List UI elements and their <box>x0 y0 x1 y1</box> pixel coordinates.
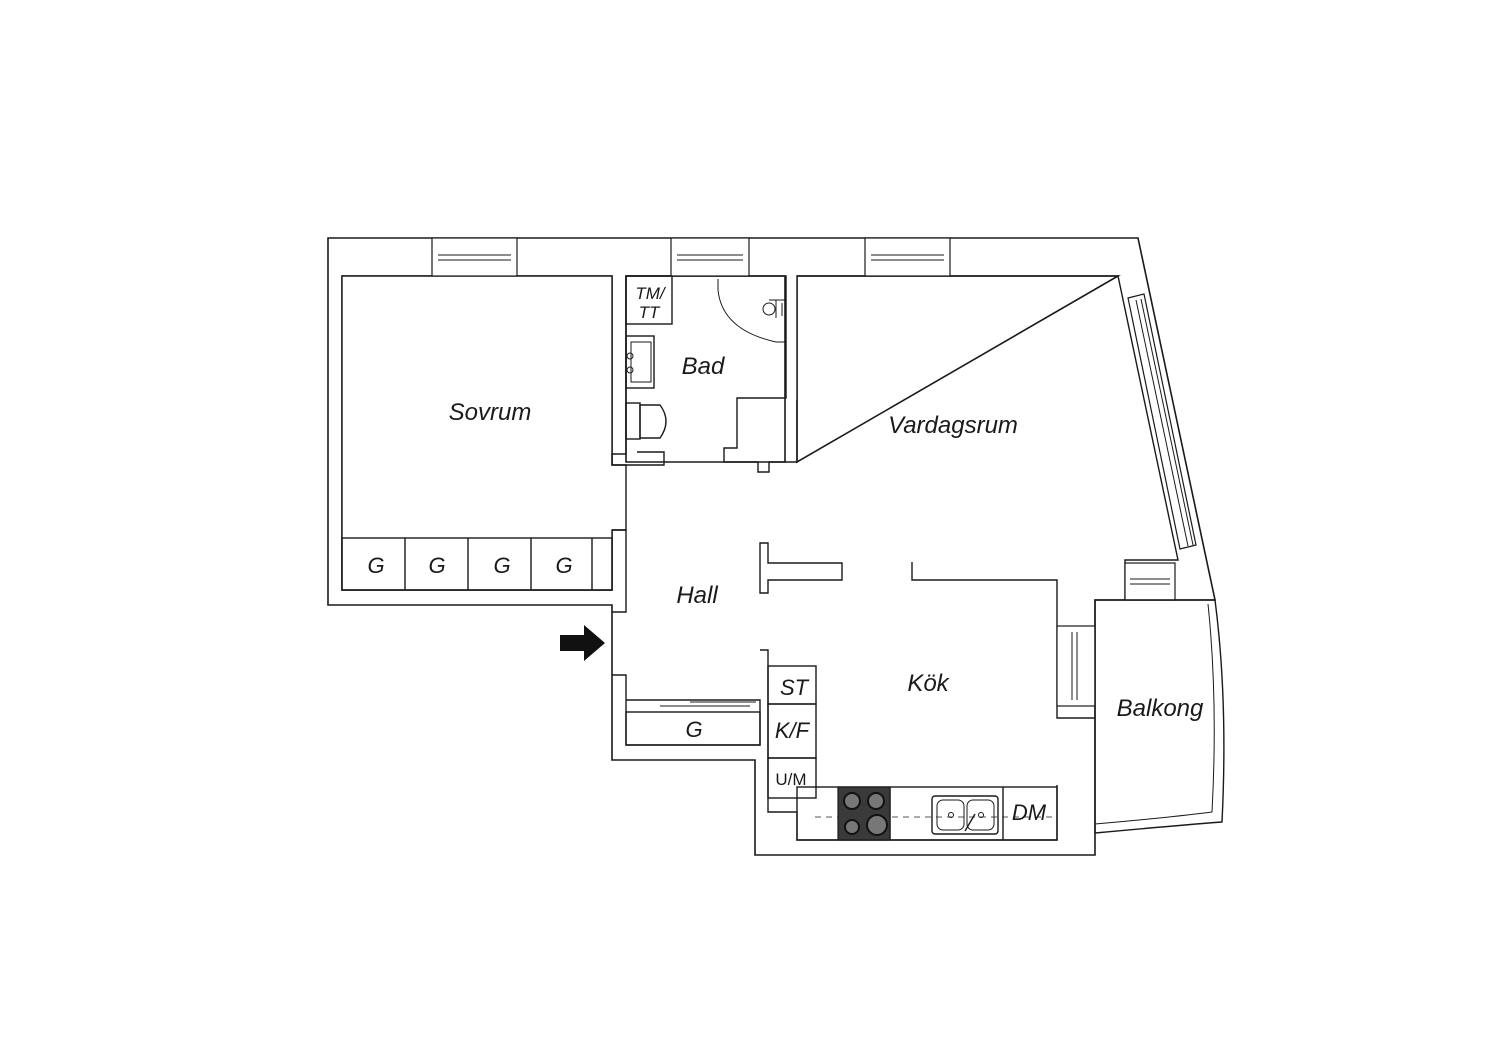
label-st: ST <box>780 675 810 700</box>
balkong-rail <box>1094 603 1215 825</box>
label-wardrobe-hall: G <box>685 717 702 742</box>
window-top-1 <box>431 237 518 277</box>
label-tt: TT <box>639 303 661 322</box>
label-wardrobe-2: G <box>428 553 445 578</box>
bathroom-sink-icon <box>625 335 655 389</box>
label-tm: TM/ <box>635 284 667 303</box>
wardrobes-sovrum <box>341 537 613 591</box>
window-right <box>1127 293 1197 550</box>
label-wardrobe-4: G <box>555 553 572 578</box>
label-balkong: Balkong <box>1117 695 1204 722</box>
balkong-outline <box>1094 599 1225 834</box>
window-top-3 <box>864 237 951 277</box>
bad-walls <box>611 275 798 473</box>
sink-icon <box>931 795 999 835</box>
tm-tt-box <box>625 275 673 325</box>
door-balcony <box>1056 625 1096 707</box>
label-hall: Hall <box>676 582 718 609</box>
kitchen-tall-units <box>767 665 817 799</box>
window-kitchen-balcony <box>1124 562 1176 601</box>
label-bad: Bad <box>682 353 725 380</box>
label-wardrobe-3: G <box>493 553 510 578</box>
window-top-2 <box>670 237 750 277</box>
label-vardagsrum: Vardagsrum <box>888 412 1018 439</box>
toilet-icon <box>625 402 667 440</box>
label-kok: Kök <box>907 670 950 697</box>
wardrobe-hall <box>625 701 761 746</box>
shower-icon <box>717 279 786 343</box>
stove-icon <box>837 786 891 841</box>
label-sovrum: Sovrum <box>449 399 532 426</box>
label-um: U/M <box>775 770 806 789</box>
sovrum-floor <box>341 275 627 591</box>
label-wardrobe-1: G <box>367 553 384 578</box>
entrance-arrow-icon <box>560 625 605 661</box>
label-kf: K/F <box>775 718 811 743</box>
label-dm: DM <box>1012 800 1047 825</box>
